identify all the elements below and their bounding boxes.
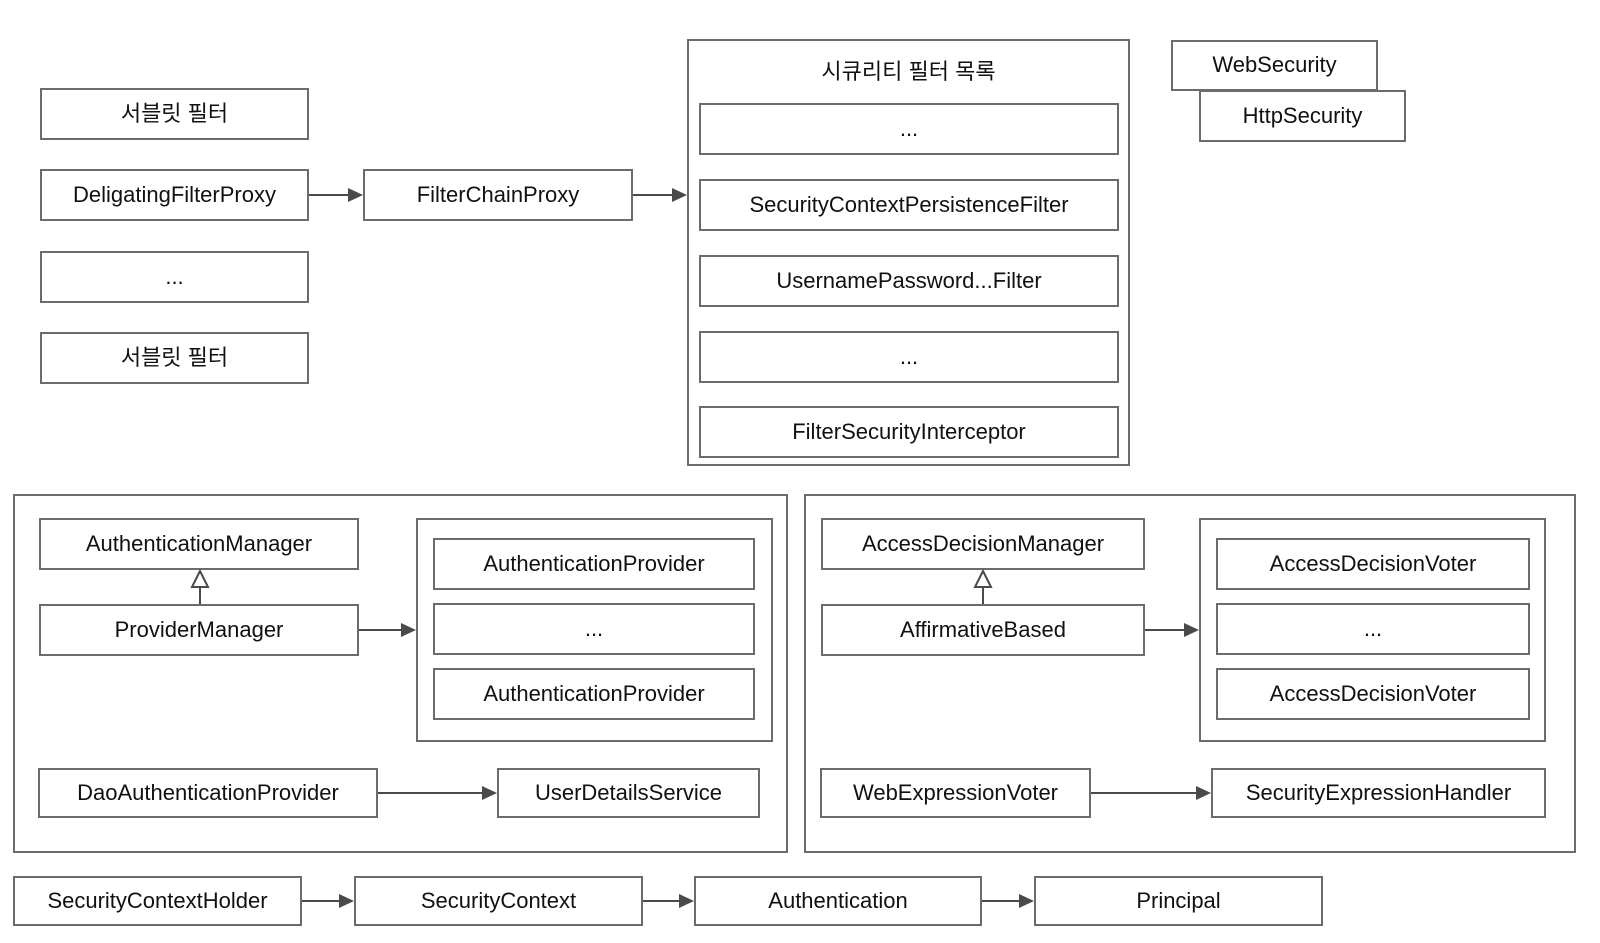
- access-decision-voter-ellipsis-box: ...: [1216, 603, 1530, 655]
- dao-authentication-provider-box: DaoAuthenticationProvider: [38, 768, 378, 818]
- access-decision-voter-box-bottom: AccessDecisionVoter: [1216, 668, 1530, 720]
- access-decision-voter-box-top: AccessDecisionVoter: [1216, 538, 1530, 590]
- arrow-authentication-to-principal: [982, 894, 1034, 908]
- filter-list-item-username-password: UsernamePassword...Filter: [699, 255, 1119, 307]
- authentication-box: Authentication: [694, 876, 982, 926]
- servlet-filter-box-top: 서블릿 필터: [40, 88, 309, 140]
- security-filter-list-container: [687, 39, 1130, 466]
- arrow-contextholder-to-context: [302, 894, 354, 908]
- authentication-provider-ellipsis-box: ...: [433, 603, 755, 655]
- servlet-chain-ellipsis-box: ...: [40, 251, 309, 303]
- authentication-provider-box-bottom: AuthenticationProvider: [433, 668, 755, 720]
- affirmative-based-box: AffirmativeBased: [821, 604, 1145, 656]
- principal-box: Principal: [1034, 876, 1323, 926]
- filter-list-item-filter-security-interceptor: FilterSecurityInterceptor: [699, 406, 1119, 458]
- filter-list-item-ellipsis-top: ...: [699, 103, 1119, 155]
- arrow-filterchainproxy-to-filterlist: [633, 188, 687, 202]
- web-security-box: WebSecurity: [1171, 40, 1378, 91]
- web-expression-voter-box: WebExpressionVoter: [820, 768, 1091, 818]
- servlet-filter-box-bottom: 서블릿 필터: [40, 332, 309, 384]
- http-security-box: HttpSecurity: [1199, 90, 1406, 142]
- user-details-service-box: UserDetailsService: [497, 768, 760, 818]
- authentication-manager-box: AuthenticationManager: [39, 518, 359, 570]
- security-filter-list-title: 시큐리티 필터 목록: [821, 59, 996, 84]
- filter-chain-proxy-box: FilterChainProxy: [363, 169, 633, 221]
- access-decision-voters-group: [1199, 518, 1546, 742]
- authorization-container: [804, 494, 1576, 853]
- arrow-context-to-authentication: [643, 894, 694, 908]
- delegating-filter-proxy-box: DeligatingFilterProxy: [40, 169, 309, 221]
- security-context-box: SecurityContext: [354, 876, 643, 926]
- security-expression-handler-box: SecurityExpressionHandler: [1211, 768, 1546, 818]
- arrow-delegating-to-filterchainproxy: [309, 188, 363, 202]
- filter-list-item-security-context-persistence: SecurityContextPersistenceFilter: [699, 179, 1119, 231]
- authentication-providers-group: [416, 518, 773, 742]
- provider-manager-box: ProviderManager: [39, 604, 359, 656]
- filter-list-item-ellipsis-bottom: ...: [699, 331, 1119, 383]
- security-context-holder-box: SecurityContextHolder: [13, 876, 302, 926]
- authentication-container: [13, 494, 788, 853]
- authentication-provider-box-top: AuthenticationProvider: [433, 538, 755, 590]
- access-decision-manager-box: AccessDecisionManager: [821, 518, 1145, 570]
